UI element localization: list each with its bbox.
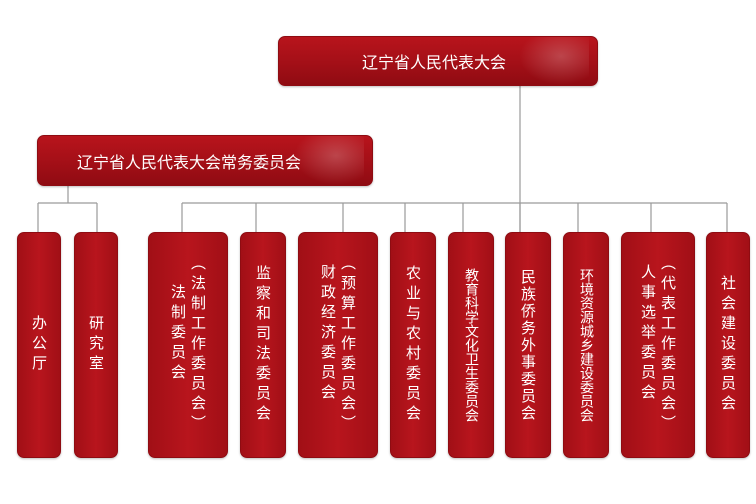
- committee-label: 监察和司法委员会: [254, 265, 272, 425]
- office-label: 办公厅: [30, 315, 48, 375]
- committee-label: 农业与农村委员会: [404, 265, 422, 425]
- committee-label-line1: （预算工作委员会）: [339, 255, 357, 435]
- committee-box-social-construction: 社会建设委员会: [706, 232, 750, 458]
- top-congress-label: 辽宁省人民代表大会: [361, 53, 506, 72]
- committee-label-line2: 法制委员会: [169, 284, 187, 384]
- committee-label: 教育科学文化卫生委员会: [463, 268, 479, 422]
- committee-box-ethnic-foreign: 民族侨务外事委员会: [505, 232, 551, 458]
- committee-label-line2: 财政经济委员会: [319, 264, 337, 404]
- committee-box-education-science: 教育科学文化卫生委员会: [448, 232, 494, 458]
- office-label: 研究室: [87, 315, 105, 375]
- committee-box-personnel-election: （代表工作委员会） 人事选举委员会: [621, 232, 695, 458]
- standing-committee-label: 辽宁省人民代表大会常务委员会: [76, 152, 301, 172]
- office-box-research: 研究室: [74, 232, 118, 458]
- committee-box-environment: 环境资源城乡建设委员会: [563, 232, 609, 458]
- committee-label: 社会建设委员会: [719, 275, 737, 415]
- monument-decoration: [294, 136, 364, 185]
- committee-box-supervision-judicial: 监察和司法委员会: [240, 232, 286, 458]
- committee-box-agriculture: 农业与农村委员会: [390, 232, 436, 458]
- top-congress-box: 辽宁省人民代表大会: [278, 36, 598, 86]
- committee-box-legal: （法制工作委员会） 法制委员会: [148, 232, 228, 458]
- committee-label: 民族侨务外事委员会: [519, 268, 537, 422]
- office-box-general: 办公厅: [17, 232, 61, 458]
- committee-label: 环境资源城乡建设委员会: [578, 268, 594, 422]
- standing-committee-box: 辽宁省人民代表大会常务委员会: [37, 135, 373, 186]
- monument-decoration: [519, 37, 589, 85]
- committee-box-finance-economy: （预算工作委员会） 财政经济委员会: [298, 232, 378, 458]
- committee-label-line1: （代表工作委员会）: [659, 255, 677, 435]
- committee-label-line1: （法制工作委员会）: [189, 255, 207, 435]
- committee-label-line2: 人事选举委员会: [639, 264, 657, 404]
